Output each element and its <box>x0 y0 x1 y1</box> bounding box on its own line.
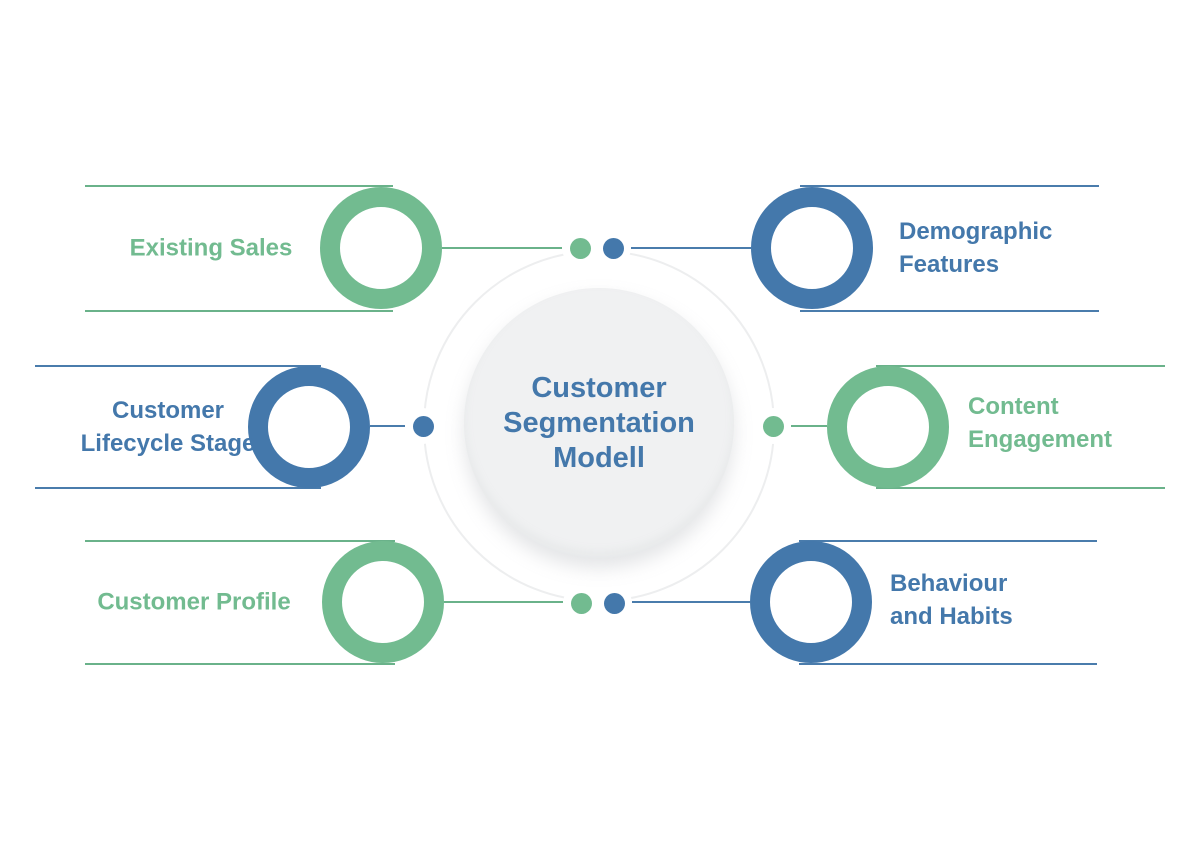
guide-line-bottom <box>35 487 321 489</box>
connector-line <box>632 601 750 603</box>
guide-line-bottom <box>876 487 1165 489</box>
node-label-customer-profile: Customer Profile <box>97 588 291 616</box>
guide-line-top <box>800 185 1099 187</box>
connector-line <box>370 425 405 427</box>
node-ring-customer-profile <box>322 541 444 663</box>
connector-dot-halo <box>595 230 631 266</box>
guide-line-bottom <box>85 310 393 312</box>
guide-line-bottom <box>800 310 1099 312</box>
connector-dot-halo <box>405 408 441 444</box>
connector-dot-halo <box>596 585 632 621</box>
connector-dot-halo <box>563 585 599 621</box>
node-ring-content-engagement <box>827 366 949 488</box>
diagram-title: Customer Segmentation Modell <box>503 371 695 474</box>
connector-line <box>444 601 563 603</box>
center-circle: Customer Segmentation Modell <box>464 288 734 558</box>
node-ring-demographic-features <box>751 187 873 309</box>
guide-line-top <box>799 540 1097 542</box>
connector-dot-green-bottom <box>570 592 592 614</box>
connector-dot-blue-bottom <box>603 592 625 614</box>
connector-line <box>442 247 562 249</box>
node-label-demographic-features: Demographic Features <box>899 218 1053 278</box>
connector-dot-blue-middle-left <box>412 415 434 437</box>
connector-dot-green-middle-right <box>762 415 784 437</box>
node-label-content-engagement: Content Engagement <box>968 393 1113 453</box>
connector-line <box>631 247 751 249</box>
guide-line-top <box>876 365 1165 367</box>
connector-dot-halo <box>755 408 791 444</box>
node-label-behaviour-and-habits: Behaviour and Habits <box>890 570 1013 630</box>
connector-dot-green-top <box>569 237 591 259</box>
guide-line-top <box>85 540 395 542</box>
guide-line-top <box>35 365 321 367</box>
guide-line-bottom <box>85 663 395 665</box>
connector-dot-blue-top <box>602 237 624 259</box>
connector-dot-halo <box>562 230 598 266</box>
node-label-existing-sales: Existing Sales <box>129 234 293 262</box>
node-label-customer-lifecycle-stage: Customer Lifecycle Stage <box>80 397 256 457</box>
node-ring-existing-sales <box>320 187 442 309</box>
node-ring-behaviour-and-habits <box>750 541 872 663</box>
connector-line <box>791 425 827 427</box>
guide-line-bottom <box>799 663 1097 665</box>
guide-line-top <box>85 185 393 187</box>
